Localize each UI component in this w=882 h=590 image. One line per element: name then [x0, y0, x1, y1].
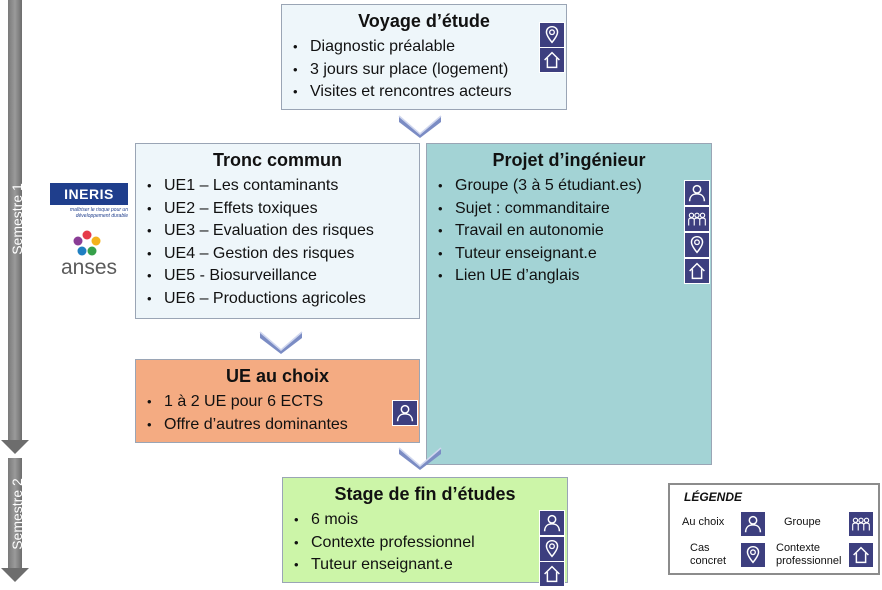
list-item: 1 à 2 UE pour 6 ECTS: [136, 391, 419, 414]
location-pin-icon: [539, 536, 565, 562]
list-item: UE3 – Evaluation des risques: [136, 220, 419, 243]
person-icon: [392, 400, 418, 426]
list-item: 6 mois: [283, 509, 567, 532]
list-item: UE5 - Biosurveillance: [136, 265, 419, 288]
semestre-2-arrow: [8, 458, 22, 568]
projet-ingenieur-box: Projet d’ingénieur Groupe (3 à 5 étudian…: [426, 143, 712, 465]
list-item: Visites et rencontres acteurs: [282, 81, 566, 104]
tronc-commun-list: UE1 – Les contaminants UE2 – Effets toxi…: [136, 175, 419, 310]
house-icon: [539, 47, 565, 73]
stage-box: Stage de fin d’études 6 mois Contexte pr…: [282, 477, 568, 583]
anses-flower-icon: [73, 230, 101, 256]
projet-ingenieur-list: Groupe (3 à 5 étudiant.es) Sujet : comma…: [427, 175, 711, 288]
group-icon: [848, 511, 874, 537]
semestre-1-label: Semestre 1: [9, 183, 25, 255]
tronc-commun-box: Tronc commun UE1 – Les contaminants UE2 …: [135, 143, 420, 319]
person-icon: [684, 180, 710, 206]
list-item: UE1 – Les contaminants: [136, 175, 419, 198]
semestre-1-arrow-head: [1, 440, 29, 454]
ineris-logo: INERIS maîtriser le risque pour un dével…: [50, 183, 128, 223]
legend-box: LÉGENDE Au choix Groupe Cas concret Cont…: [668, 483, 880, 575]
arrow-to-stage: [398, 447, 442, 470]
list-item: Tuteur enseignant.e: [427, 243, 711, 266]
house-icon: [684, 258, 710, 284]
legend-title: LÉGENDE: [684, 490, 743, 504]
legend-contexte-label: Contexte professionnel: [776, 542, 841, 568]
person-icon: [539, 510, 565, 536]
location-pin-icon: [684, 232, 710, 258]
voyage-etude-title: Voyage d’étude: [358, 11, 490, 31]
list-item: 3 jours sur place (logement): [282, 59, 566, 82]
projet-ingenieur-title: Projet d’ingénieur: [492, 150, 646, 170]
voyage-etude-box: Voyage d’étude Diagnostic préalable 3 jo…: [281, 4, 567, 110]
stage-title: Stage de fin d’études: [334, 484, 516, 504]
ineris-logo-wordmark: INERIS: [50, 183, 128, 205]
arrow-voyage-to-projet: [398, 115, 442, 138]
house-icon: [848, 542, 874, 568]
legend-professionnel-line: professionnel: [776, 555, 842, 567]
house-icon: [539, 561, 565, 587]
legend-cas-concret-label: Cas concret: [690, 542, 726, 568]
list-item: Travail en autonomie: [427, 220, 711, 243]
person-icon: [740, 511, 766, 537]
anses-wordmark: anses: [60, 256, 118, 279]
list-item: Lien UE d’anglais: [427, 265, 711, 288]
group-icon: [684, 206, 710, 232]
tronc-commun-title: Tronc commun: [212, 150, 342, 170]
list-item: Tuteur enseignant.e: [283, 554, 567, 577]
list-item: Sujet : commanditaire: [427, 198, 711, 221]
list-item: Contexte professionnel: [283, 532, 567, 555]
semestre-1-arrow: [8, 0, 22, 440]
ue-choix-box: UE au choix 1 à 2 UE pour 6 ECTS Offre d…: [135, 359, 420, 443]
legend-concret-line: concret: [690, 555, 727, 567]
semestre-2-arrow-head: [1, 568, 29, 582]
legend-cas-line: Cas: [690, 542, 710, 554]
legend-groupe-label: Groupe: [784, 516, 821, 528]
ineris-tagline: maîtriser le risque pour un développemen…: [69, 207, 128, 219]
stage-list: 6 mois Contexte professionnel Tuteur ens…: [283, 509, 567, 577]
list-item: Groupe (3 à 5 étudiant.es): [427, 175, 711, 198]
legend-au-choix-label: Au choix: [682, 516, 725, 528]
location-pin-icon: [539, 22, 565, 48]
location-pin-icon: [740, 542, 766, 568]
list-item: Offre d’autres dominantes: [136, 414, 419, 437]
list-item: UE6 – Productions agricoles: [136, 288, 419, 311]
legend-contexte-line: Contexte: [776, 542, 821, 554]
anses-logo: anses: [50, 230, 128, 282]
list-item: UE2 – Effets toxiques: [136, 198, 419, 221]
list-item: Diagnostic préalable: [282, 36, 566, 59]
ue-choix-list: 1 à 2 UE pour 6 ECTS Offre d’autres domi…: [136, 391, 419, 436]
arrow-tronc-to-ue-choix: [259, 331, 303, 354]
semestre-2-label: Semestre 2: [9, 478, 25, 550]
list-item: UE4 – Gestion des risques: [136, 243, 419, 266]
ue-choix-title: UE au choix: [225, 366, 330, 386]
voyage-etude-list: Diagnostic préalable 3 jours sur place (…: [282, 36, 566, 104]
